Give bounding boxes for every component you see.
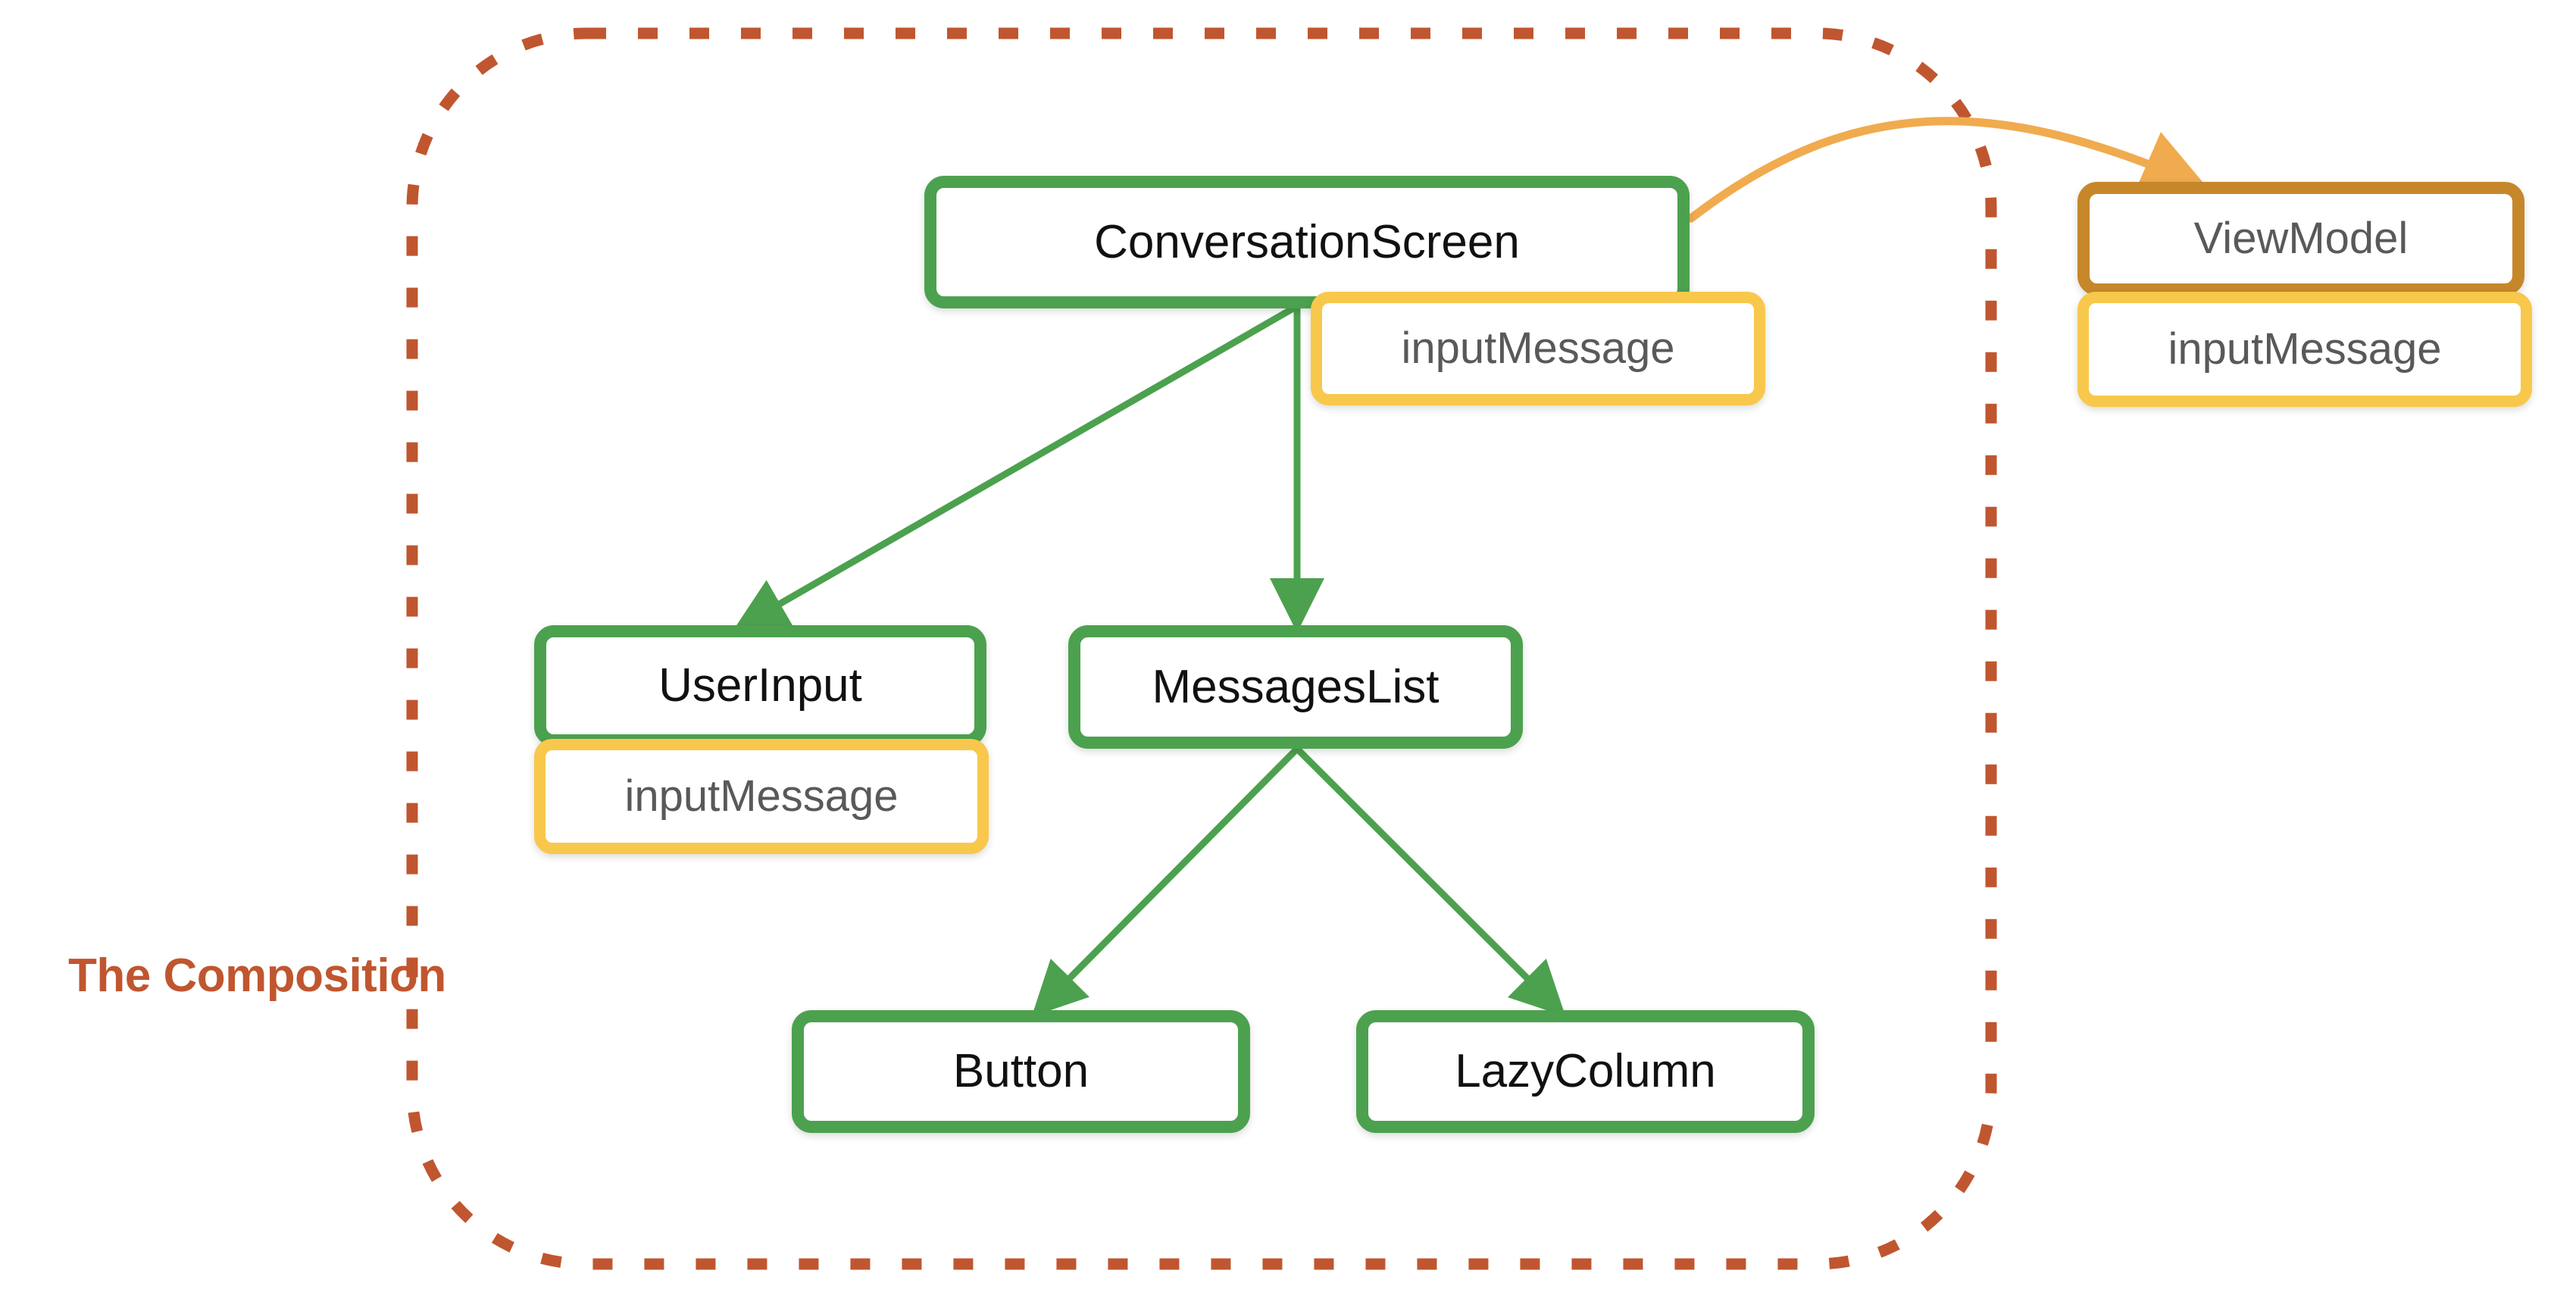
node-conversation-screen-state-inputmessage[interactable]: inputMessage — [1311, 292, 1765, 405]
node-view-model[interactable]: ViewModel — [2077, 182, 2524, 296]
edge-conversationscreen-to-userinput — [733, 303, 1299, 631]
node-view-model-state-label: inputMessage — [2168, 324, 2442, 374]
node-user-input-state-label: inputMessage — [624, 771, 899, 821]
node-button-label: Button — [952, 1045, 1089, 1097]
node-button[interactable]: Button — [792, 1010, 1250, 1133]
node-user-input[interactable]: UserInput — [534, 625, 986, 746]
node-lazy-column-label: LazyColumn — [1455, 1045, 1716, 1097]
node-messages-list[interactable]: MessagesList — [1068, 625, 1523, 749]
node-view-model-state-inputmessage[interactable]: inputMessage — [2077, 292, 2532, 407]
node-conversation-screen[interactable]: ConversationScreen — [924, 176, 1690, 308]
node-user-input-label: UserInput — [658, 659, 862, 712]
node-conversation-screen-label: ConversationScreen — [1094, 215, 1520, 268]
edge-messageslist-to-lazycolumn — [1294, 746, 1566, 1017]
node-lazy-column[interactable]: LazyColumn — [1356, 1010, 1815, 1133]
node-user-input-state-inputmessage[interactable]: inputMessage — [534, 739, 989, 854]
composition-caption: The Composition — [68, 950, 446, 1002]
edge-messageslist-to-button — [1031, 746, 1300, 1017]
node-view-model-label: ViewModel — [2193, 214, 2409, 263]
node-messages-list-label: MessagesList — [1152, 660, 1440, 713]
node-conversation-screen-state-label: inputMessage — [1401, 324, 1675, 373]
